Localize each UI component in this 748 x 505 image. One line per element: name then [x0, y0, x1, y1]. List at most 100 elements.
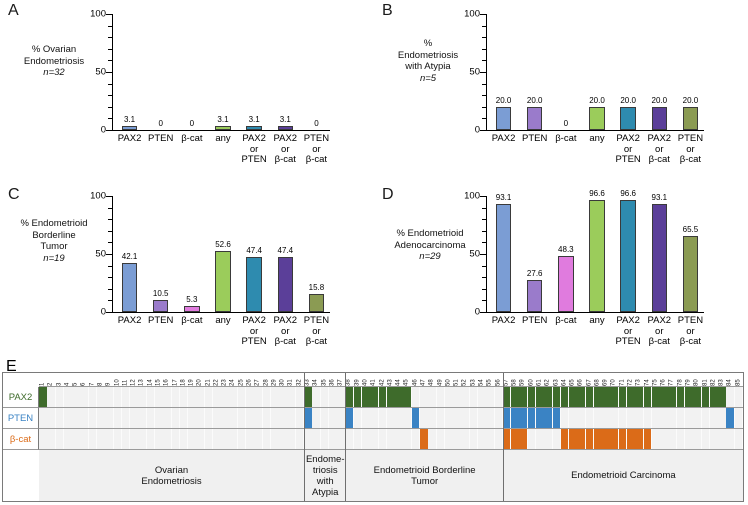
heatmap-cell-empty	[469, 408, 478, 428]
heatmap-cell-empty	[171, 408, 180, 428]
heatmap-column-number: 35	[321, 379, 328, 386]
x-axis-category-line: or	[655, 325, 664, 337]
y-axis-minor-tick	[108, 25, 112, 27]
heatmap-cell-empty	[63, 429, 72, 449]
heatmap-column-number: 46	[412, 379, 419, 386]
heatmap-cell-positive	[610, 429, 619, 449]
heatmap-cell-empty	[237, 429, 246, 449]
heatmap-cell-empty	[461, 387, 470, 407]
y-axis-tick-label: 100	[464, 8, 480, 20]
y-axis-minor-tick	[482, 37, 486, 39]
heatmap-cell-empty	[353, 429, 362, 449]
bar-pax2-or-bcat	[277, 257, 294, 312]
y-axis-major-tick	[106, 14, 112, 15]
heatmap-cell-empty	[328, 429, 337, 449]
heatmap-cell-empty	[643, 408, 652, 428]
bar-value-label: 20.0	[651, 95, 668, 105]
heatmap-cell-positive	[552, 387, 561, 407]
heatmap-cell-empty	[130, 387, 138, 407]
heatmap-column-number: 41	[370, 379, 377, 386]
heatmap-cell-empty	[47, 387, 55, 407]
heatmap-cell-empty	[345, 429, 354, 449]
heatmap-cell-empty	[196, 387, 205, 407]
heatmap-cell-empty	[262, 408, 271, 428]
heatmap-group-label-line: triosis	[312, 464, 338, 476]
heatmap-cell-empty	[651, 408, 660, 428]
bar-any	[589, 199, 605, 312]
x-axis-category-label: PTEN	[522, 133, 547, 145]
x-axis-category-line: or	[281, 143, 290, 155]
heatmap-cell-empty	[130, 429, 138, 449]
bar-pax2	[121, 263, 138, 312]
y-axis-line	[486, 196, 487, 312]
heatmap-cell-empty	[47, 429, 55, 449]
heatmap-cell-empty	[444, 408, 453, 428]
heatmap-cell-empty	[701, 408, 710, 428]
heatmap-cell-empty	[668, 408, 677, 428]
bar-bcat	[558, 255, 574, 312]
bar-pax2-or-pten	[246, 126, 262, 130]
heatmap-cell-empty	[676, 408, 685, 428]
y-axis-major-tick	[106, 312, 112, 313]
heatmap-cell-empty	[593, 408, 602, 428]
heatmap-cell-empty	[453, 387, 461, 407]
x-axis-category-line: PAX2	[616, 133, 640, 144]
heatmap-column-number: 71	[619, 379, 626, 386]
heatmap-cell-positive	[519, 429, 528, 449]
heatmap-cell-empty	[709, 408, 718, 428]
heatmap-cell-empty	[47, 408, 55, 428]
heatmap-cell-positive	[419, 429, 428, 449]
heatmap-cell-empty	[535, 429, 544, 449]
heatmap-cell-empty	[163, 429, 171, 449]
heatmap-cell-empty	[188, 387, 196, 407]
x-axis-category-line: β-cat	[679, 336, 702, 347]
heatmap-column-number: 31	[288, 379, 295, 386]
heatmap-column-number: 28	[263, 379, 270, 386]
x-axis-category-line: PAX2	[491, 315, 516, 326]
x-axis-category-label: PTEN	[522, 315, 547, 327]
heatmap-column-number: 18	[180, 379, 187, 386]
heatmap-cell-empty	[229, 408, 238, 428]
heatmap-cell-positive	[627, 387, 635, 407]
y-axis-label-line: Endometriosis	[397, 49, 459, 61]
heatmap-cell-positive	[519, 387, 528, 407]
panel-a-letter: A	[8, 2, 19, 19]
heatmap-row	[39, 387, 743, 408]
heatmap-cell-positive	[378, 387, 387, 407]
heatmap-column-number: 13	[139, 379, 146, 386]
heatmap-cell-empty	[477, 429, 486, 449]
heatmap-cell-empty	[80, 429, 89, 449]
heatmap-cell-empty	[395, 408, 403, 428]
x-axis-category-line: PAX2	[647, 315, 672, 326]
heatmap-column-number: 32	[296, 379, 303, 386]
sample-size-label: n=32	[43, 67, 65, 78]
heatmap-column-number: 73	[635, 379, 642, 386]
heatmap-cell-empty	[585, 408, 594, 428]
heatmap-cell-empty	[262, 387, 271, 407]
heatmap-cell-empty	[560, 408, 569, 428]
heatmap-cell-empty	[660, 429, 668, 449]
heatmap-cell-empty	[287, 429, 296, 449]
heatmap-cell-empty	[154, 408, 163, 428]
bar-value-label: 3.1	[248, 115, 260, 125]
heatmap-cell-empty	[718, 408, 726, 428]
heatmap-cell-empty	[229, 429, 238, 449]
heatmap-cell-positive	[39, 387, 47, 407]
y-axis-tick-label: 50	[95, 248, 106, 260]
x-axis-category-line: any	[215, 315, 231, 326]
x-axis-category-line: PTEN	[677, 315, 704, 326]
x-axis-category-line: β-cat	[181, 315, 203, 326]
y-axis-minor-tick	[108, 277, 112, 279]
heatmap-cell-positive	[577, 429, 586, 449]
bar-value-label: 93.1	[495, 193, 512, 203]
heatmap-cell-empty	[287, 408, 296, 428]
heatmap-cell-positive	[511, 408, 519, 428]
